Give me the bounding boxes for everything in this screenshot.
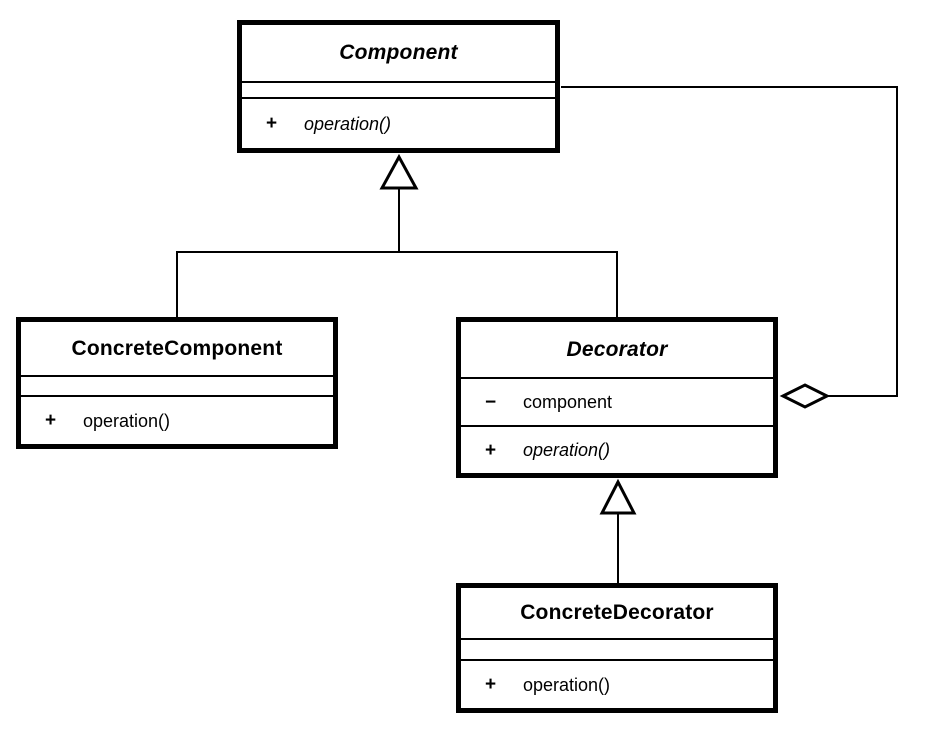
aggregation-diamond-icon bbox=[779, 383, 831, 409]
method-name: operation() bbox=[523, 674, 611, 695]
visibility-sign: + bbox=[266, 113, 278, 134]
attribute-name: component bbox=[523, 392, 613, 412]
class-concretecomponent-methods: + operation() bbox=[21, 397, 333, 444]
method-row: + operation() bbox=[21, 411, 333, 430]
class-concretedecorator-title: ConcreteDecorator bbox=[520, 601, 714, 624]
visibility-sign: − bbox=[485, 391, 497, 413]
class-concretecomponent: ConcreteComponent + operation() bbox=[16, 317, 338, 449]
visibility-sign: + bbox=[45, 410, 57, 431]
class-component-attributes bbox=[242, 81, 555, 99]
class-decorator-methods: + operation() bbox=[461, 427, 773, 473]
class-component: Component + operation() bbox=[237, 20, 560, 153]
method-name: operation() bbox=[523, 440, 611, 460]
class-component-title: Component bbox=[339, 41, 458, 64]
class-decorator-attributes: − component bbox=[461, 377, 773, 427]
class-component-methods: + operation() bbox=[242, 99, 555, 148]
generalization-arrow-icon bbox=[379, 153, 419, 190]
class-decorator: Decorator − component + operation() bbox=[456, 317, 778, 478]
method-row: + operation() bbox=[461, 675, 773, 694]
method-name: operation() bbox=[304, 113, 392, 134]
generalization-edge-tree bbox=[176, 251, 618, 317]
visibility-sign: + bbox=[485, 674, 497, 695]
class-concretecomponent-attributes bbox=[21, 375, 333, 397]
class-decorator-title: Decorator bbox=[566, 337, 668, 361]
class-concretedecorator: ConcreteDecorator + operation() bbox=[456, 583, 778, 713]
class-concretecomponent-title: ConcreteComponent bbox=[71, 336, 283, 360]
visibility-sign: + bbox=[485, 439, 497, 461]
method-row: + operation() bbox=[461, 441, 773, 460]
attribute-row: − component bbox=[461, 393, 773, 412]
method-row: + operation() bbox=[242, 114, 555, 133]
class-concretedecorator-methods: + operation() bbox=[461, 661, 773, 708]
method-name: operation() bbox=[83, 410, 171, 431]
aggregation-edge bbox=[561, 86, 898, 397]
class-concretedecorator-attributes bbox=[461, 638, 773, 661]
generalization-arrow-icon bbox=[599, 478, 637, 515]
